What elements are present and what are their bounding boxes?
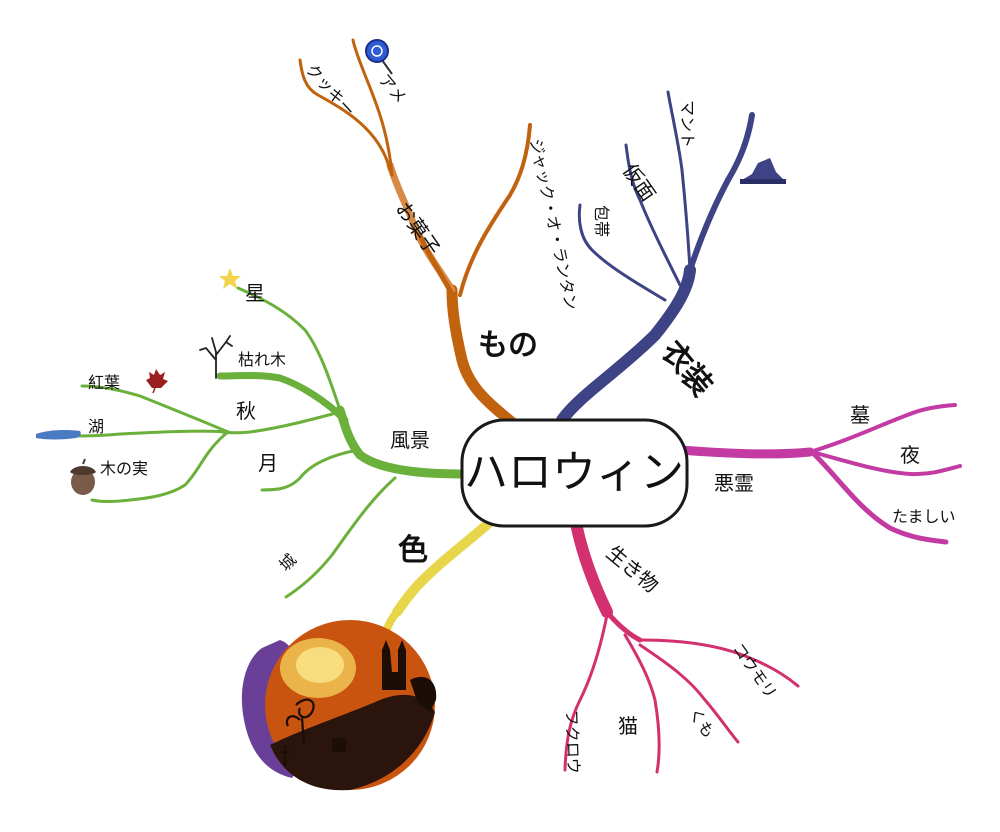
graveyard-cross (280, 745, 290, 766)
branch-ikimono-stem (604, 609, 643, 643)
label-shiro: 城 (275, 550, 300, 575)
branch-mono (298, 38, 532, 431)
label-isho: 衣装 (654, 335, 719, 403)
branch-mant (666, 90, 692, 272)
branch-akuryo-main (675, 445, 815, 459)
branch-okashi-dark (417, 232, 458, 303)
label-ikimono: 生き物 (602, 540, 663, 597)
branch-iro-main (392, 517, 495, 617)
acorn-icon (70, 458, 96, 495)
moon (296, 647, 344, 683)
label-kinomi: 木の実 (100, 459, 148, 478)
maple-leaf-icon (146, 369, 168, 394)
halloween-night-scene (241, 620, 437, 791)
label-okashi: お菓子 (391, 197, 445, 260)
castle-silhouette (382, 640, 406, 690)
label-tamashii: たましい (892, 507, 956, 526)
bare-tree-icon (199, 335, 233, 379)
dark-ground (270, 694, 435, 791)
branch-tamashii (812, 452, 949, 545)
branch-isho-hat (687, 112, 755, 273)
branch-neko (623, 633, 661, 774)
label-mant: マント (678, 100, 697, 148)
label-kareki: 枯れ木 (238, 350, 286, 369)
label-fukei: 風景 (390, 428, 430, 452)
branch-mizuumi (73, 429, 230, 438)
center-node: ハロウィン (460, 418, 689, 528)
branch-kumo (638, 643, 740, 744)
label-mono: もの (478, 328, 538, 363)
branch-kareki (216, 372, 349, 424)
label-jack: ジャック・オ・ランタン (526, 137, 581, 312)
witch-hat-icon (740, 158, 786, 184)
branch-ame (351, 38, 394, 177)
branch-shiro (284, 476, 397, 599)
branch-momiji (80, 384, 230, 434)
branch-kinomi (90, 430, 230, 503)
label-akuryo: 悪霊 (714, 471, 754, 495)
branch-fukurou (563, 613, 609, 772)
branch-aki (220, 410, 342, 435)
label-aki: 秋 (236, 399, 256, 423)
label-momiji: 紅葉 (88, 373, 120, 392)
center-bubble (460, 418, 689, 528)
branch-isho (556, 90, 755, 426)
branch-hoshi (236, 286, 342, 412)
label-neko: 猫 (618, 714, 638, 738)
branch-fukei (73, 286, 465, 599)
center-label: ハロウィン (464, 447, 684, 498)
branch-isho-main (556, 264, 696, 426)
branch-tsuki (260, 448, 360, 492)
branch-kamen (624, 143, 682, 287)
label-koumori: コウモリ (729, 639, 781, 702)
label-yoru: 夜 (900, 443, 920, 467)
label-houtai: 包帯 (592, 205, 611, 237)
branch-cookie (298, 58, 392, 172)
branch-koumori (638, 638, 800, 688)
label-hoshi: 星 (245, 281, 265, 305)
branch-fukei-main (335, 405, 465, 479)
branch-akuryo (675, 403, 962, 545)
branch-jack (458, 123, 532, 297)
star-icon (219, 268, 241, 289)
curly-tree (285, 698, 315, 746)
branch-mono-main (446, 284, 521, 431)
label-haka: 墓 (850, 403, 870, 427)
label-iro: 色 (398, 533, 428, 568)
dark-tree (410, 676, 437, 712)
branch-ikimono (563, 522, 800, 774)
lollipop-icon (365, 39, 393, 75)
label-ame: アメ (375, 70, 410, 107)
branch-ikimono-main (571, 522, 613, 618)
branch-houtai (577, 203, 667, 302)
label-mizuumi: 湖 (88, 417, 104, 436)
gravestone (332, 738, 346, 752)
label-kamen: 仮面 (618, 159, 661, 206)
branch-yoru (810, 450, 962, 477)
label-fukurou: フクロウ (562, 709, 583, 774)
label-tsuki: 月 (258, 451, 278, 475)
branch-haka (808, 403, 957, 454)
lake-icon (36, 430, 81, 440)
